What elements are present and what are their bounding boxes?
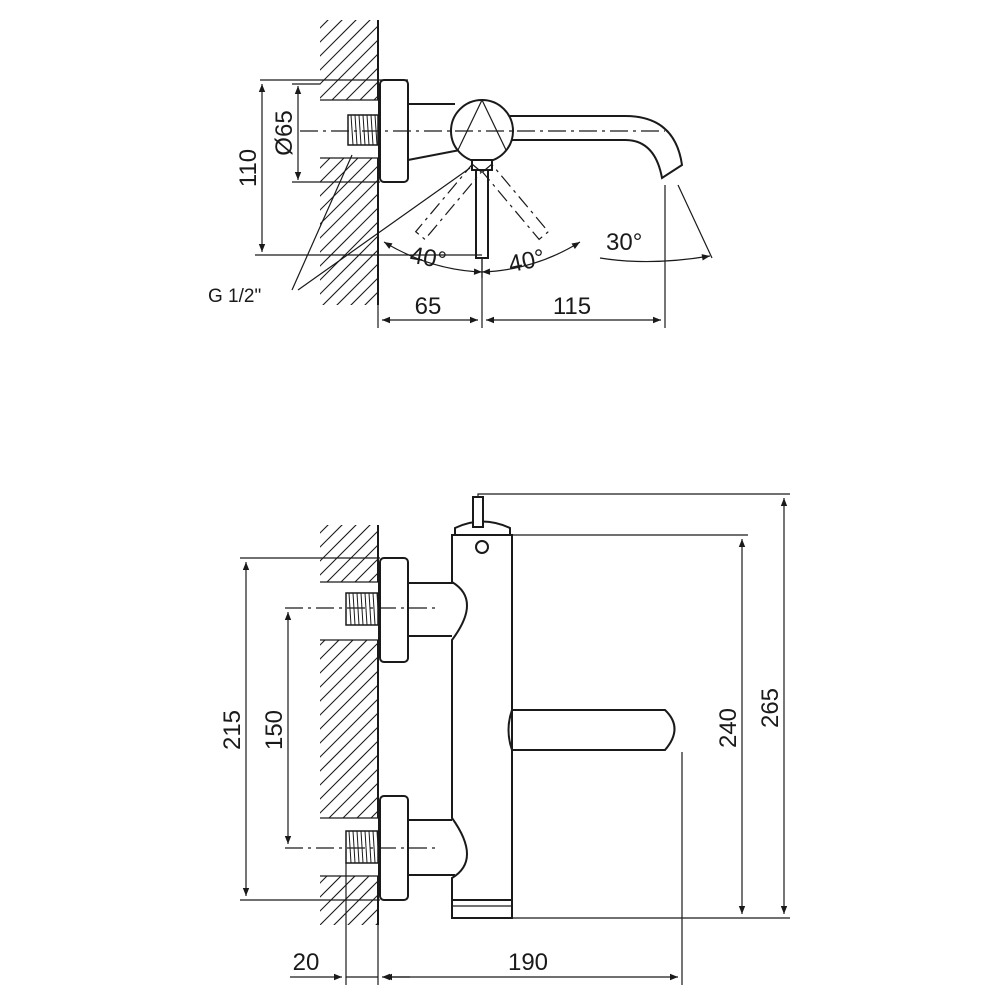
hatch-line [320,530,378,590]
diverter-dot [475,540,489,554]
thread-line [360,592,364,626]
wall-hatch-bottom [300,435,390,925]
hatch-line [333,880,378,925]
hatch-line [320,20,357,57]
hatch-line [320,525,371,576]
hatch-line [320,684,378,744]
hatch-line [322,249,378,305]
dim-190-label: 190 [508,949,548,976]
hatch-line [336,263,378,305]
hatch-line [320,525,329,534]
dim-d65-label: Ø65 [271,110,298,155]
hatch-line [320,25,378,85]
angle-arc-left [383,241,483,275]
hatch-line [320,544,378,604]
thread-line [366,114,370,146]
hatch-line [320,53,378,113]
hatch-line [300,435,390,525]
hatch-line [320,698,378,758]
hatch-line [300,0,390,34]
handle-lever [475,169,489,259]
hatch-line [361,908,378,925]
angle-left-label: 40° [408,242,448,275]
hatch-line [320,525,343,548]
hatch-line [300,0,390,20]
hatch-line [300,449,390,539]
thread-line [356,592,360,626]
dim-240-label: 240 [715,708,742,748]
spout-angle-label: 30° [606,229,642,256]
dim-65-label: 65 [415,293,442,320]
hatch-line [364,291,378,305]
hatch-line [320,20,371,71]
thread-line [364,830,368,864]
hatch-line [320,782,378,842]
dim-20-label: 20 [293,949,320,976]
cartridge-cap [454,520,511,536]
hatch-line [300,294,390,384]
thread-line [348,592,352,626]
hatch-line [320,656,378,716]
dim-215-label: 215 [219,710,246,750]
hatch-line [320,754,378,814]
wall-hatch-top [300,0,390,384]
front-view: 215 150 240 265 20 190 [219,435,790,985]
angle-right-label: 40° [506,244,547,278]
mixer-body [451,534,513,919]
escutcheon-upper [379,557,409,663]
thread-label: G 1/2" [208,286,261,307]
thread-line [368,592,372,626]
hatch-line [320,207,378,267]
dim-150-label: 150 [261,710,288,750]
thread-line [352,830,356,864]
handle-base [471,159,493,171]
top-lever [472,496,484,528]
thread-line [354,114,358,146]
thread-leader-1 [291,154,353,291]
thread-line [372,592,376,626]
spout-front [511,709,676,751]
thread-line [348,830,352,864]
thread-line [376,830,380,864]
thread-line [350,114,354,146]
thread-leader-2 [297,167,471,291]
hatch-line [320,193,378,253]
thread-line [356,830,360,864]
hatch-line [320,39,378,99]
thread-line [376,592,380,626]
hatch-line [320,712,378,772]
thread-line [360,830,364,864]
angle-arc-right [481,241,581,275]
thread-line [372,830,376,864]
hatch-line [320,642,378,702]
thread-line [362,114,366,146]
thread-line [352,592,356,626]
dim-110-label: 110 [235,149,262,187]
hatch-line [320,525,357,562]
dim-265-label: 265 [757,688,784,728]
hatch-line [320,165,378,225]
hatch-line [320,726,378,786]
spout-angle-arc [599,254,711,263]
thread-line [364,592,368,626]
top-view: 40° 40° 30° 110 Ø65 G 1/2" 65 115 [208,0,713,384]
diverter-base [451,899,513,919]
spout-top [510,115,684,180]
thread-line [368,830,372,864]
dim-115-label: 115 [553,293,591,320]
hatch-line [320,179,378,239]
thread-line [374,114,378,146]
hatch-line [320,670,378,730]
thread-inlet-top [347,114,379,146]
thread-line [370,114,374,146]
thread-line [358,114,362,146]
hatch-line [320,235,378,295]
hatch-line [350,277,378,305]
hatch-line [347,894,378,925]
hatch-line [320,740,378,800]
hatch-line [320,768,378,828]
